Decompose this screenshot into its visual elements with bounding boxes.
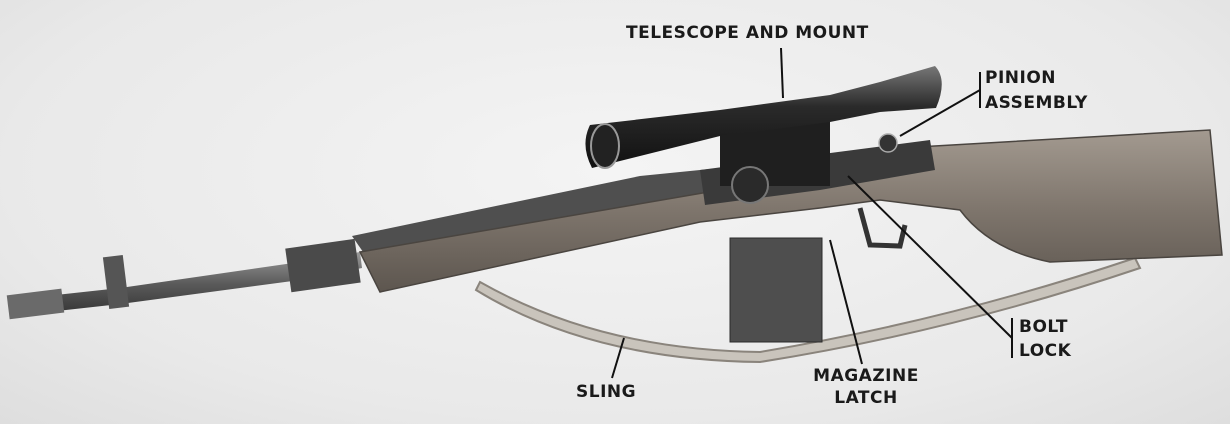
telescope-leader <box>780 47 784 99</box>
front-sight <box>102 254 130 310</box>
gas-cylinder <box>285 238 361 293</box>
pinion-label-line1: PINION <box>985 68 1057 88</box>
flash-suppressor <box>6 288 65 320</box>
pinion-leader-line <box>899 89 981 137</box>
sling-label: SLING <box>576 382 637 402</box>
pinion-label-line2: ASSEMBLY <box>985 93 1088 113</box>
magazine-latch-label-line2: LATCH <box>834 388 898 408</box>
stock <box>358 129 1223 293</box>
pinion-knob <box>878 133 898 153</box>
bolt-lock-label-line1: BOLT <box>1019 317 1069 337</box>
telescope <box>585 66 942 168</box>
mount-knob <box>731 166 769 204</box>
sling <box>474 256 1142 364</box>
magazine-latch-leader <box>829 239 863 365</box>
barrel <box>10 252 362 316</box>
magazine <box>729 237 823 343</box>
bolt-lock-label-line2: LOCK <box>1019 341 1072 361</box>
magazine-latch-label-line1: MAGAZINE <box>813 366 919 386</box>
trigger-guard <box>857 207 908 249</box>
objective-lens <box>590 123 620 169</box>
bolt-lock-leader-line <box>847 175 1013 339</box>
telescope-label: TELESCOPE AND MOUNT <box>626 23 869 43</box>
sling-leader <box>611 337 625 379</box>
